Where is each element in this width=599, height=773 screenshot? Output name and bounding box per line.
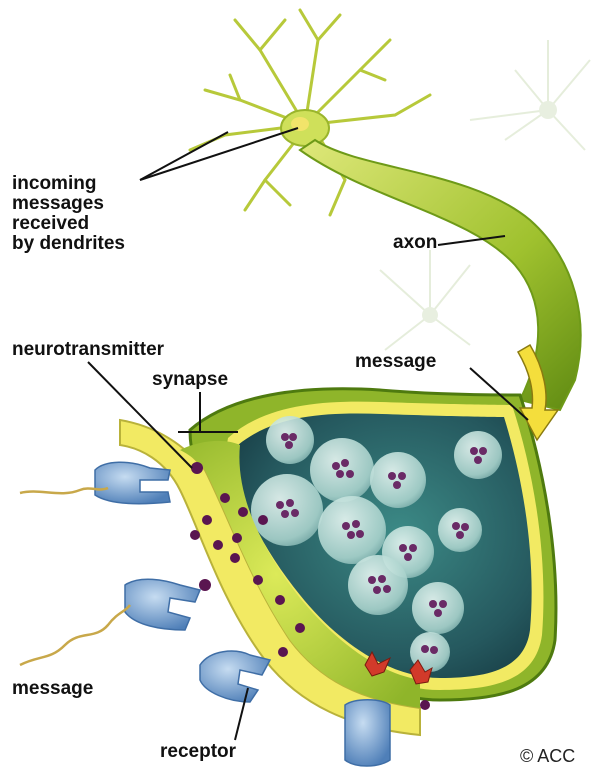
label-incoming-line3: received bbox=[12, 214, 125, 234]
copyright-text: © ACC bbox=[520, 746, 575, 767]
label-incoming-line2: messages bbox=[12, 194, 125, 214]
message-wave-bottom bbox=[20, 605, 130, 665]
label-receptor: receptor bbox=[160, 742, 236, 762]
label-neurotransmitter: neurotransmitter bbox=[12, 340, 164, 360]
label-message-bottom: message bbox=[12, 679, 93, 699]
label-incoming-line1: incoming bbox=[12, 174, 125, 194]
label-incoming-messages: incoming messages received by dendrites bbox=[12, 174, 125, 254]
label-axon: axon bbox=[393, 233, 437, 253]
label-incoming-line4: by dendrites bbox=[12, 234, 125, 254]
label-message-top: message bbox=[355, 352, 436, 372]
label-synapse: synapse bbox=[152, 370, 228, 390]
